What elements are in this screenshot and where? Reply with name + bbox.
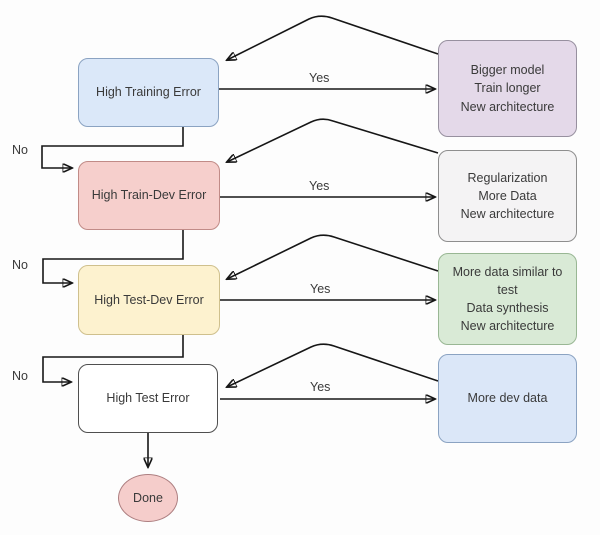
fix-node-more-dev-data: More dev data [438, 354, 577, 443]
edge-return-1 [227, 15, 439, 60]
check-node-high-train-dev-error: High Train-Dev Error [78, 161, 220, 230]
fix-node-label: More data similar to test Data synthesis… [452, 264, 563, 334]
check-node-high-test-error: High Test Error [78, 364, 218, 433]
edge-no-2 [42, 230, 184, 283]
yes-edge-label-3: Yes [310, 282, 331, 296]
yes-edge-label-2: Yes [309, 179, 330, 193]
check-node-label: High Test Error [106, 391, 190, 406]
check-node-label: High Test-Dev Error [94, 292, 204, 307]
edge-no-3 [42, 335, 184, 382]
check-node-label: High Train-Dev Error [91, 188, 207, 203]
done-node: Done [118, 474, 178, 522]
no-edge-label-3: No [12, 369, 28, 383]
check-node-high-test-dev-error: High Test-Dev Error [78, 265, 220, 335]
edge-return-2 [227, 118, 439, 162]
fix-node-label: Bigger model Train longer New architectu… [460, 63, 555, 114]
check-node-high-training-error: High Training Error [78, 58, 219, 127]
fix-node-bigger-model: Bigger model Train longer New architectu… [438, 40, 577, 137]
done-node-label: Done [133, 490, 163, 505]
edge-no-1 [41, 127, 184, 168]
fix-node-label: More dev data [467, 391, 548, 406]
edge-return-3 [227, 234, 439, 279]
fix-node-label: Regularization More Data New architectur… [460, 170, 555, 222]
check-node-label: High Training Error [96, 85, 201, 100]
yes-edge-label-1: Yes [309, 71, 330, 85]
edge-return-4 [227, 343, 439, 387]
yes-edge-label-4: Yes [310, 380, 331, 394]
no-edge-label-2: No [12, 258, 28, 272]
no-edge-label-1: No [12, 143, 28, 157]
fix-node-regularization: Regularization More Data New architectur… [438, 150, 577, 242]
fix-node-more-data-similar-to-test: More data similar to test Data synthesis… [438, 253, 577, 345]
